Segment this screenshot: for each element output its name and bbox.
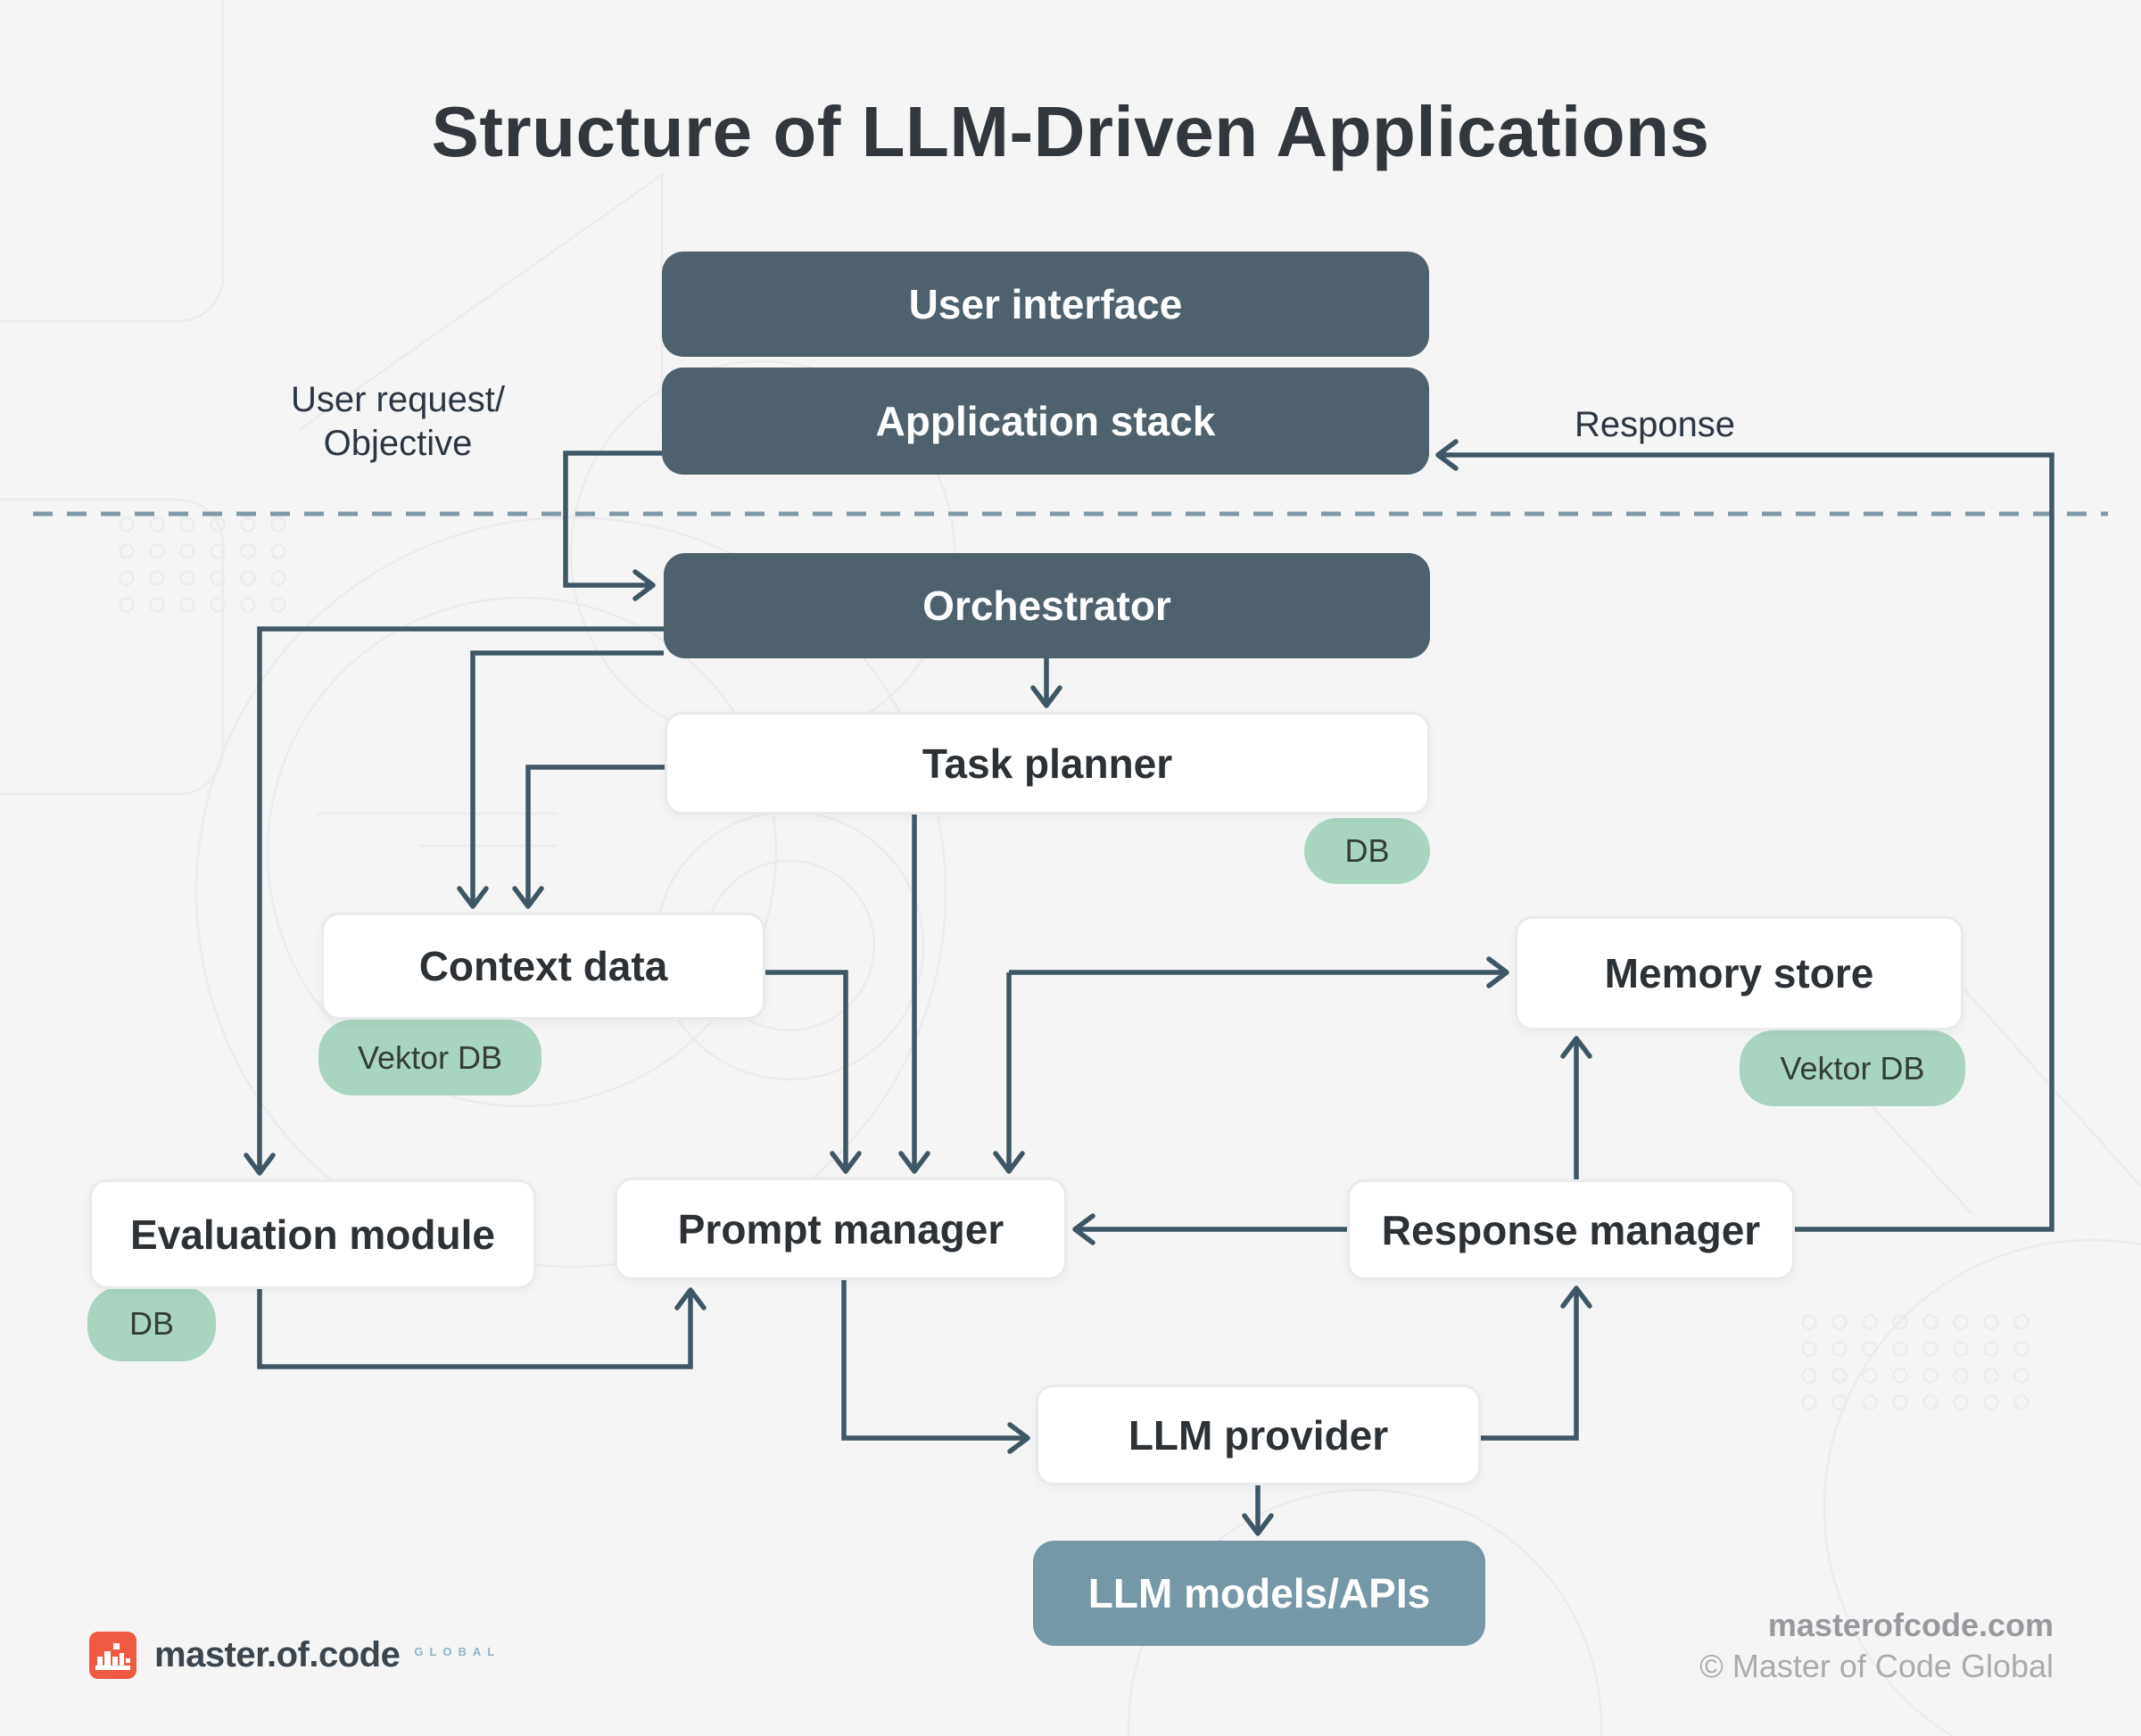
node-prompt-manager: Prompt manager (615, 1178, 1067, 1280)
context-data-vektor-db-badge: Vektor DB (318, 1020, 541, 1095)
logo-global-text: GLOBAL (414, 1645, 501, 1658)
node-orchestrator: Orchestrator (664, 553, 1430, 658)
master-of-code-logo-text: master.of.code (154, 1635, 401, 1674)
memory-store-vektor-db-badge: Vektor DB (1740, 1030, 1965, 1106)
node-label: Response manager (1381, 1206, 1761, 1253)
node-user-interface: User interface (662, 252, 1429, 357)
evaluation-module-db-badge: DB (87, 1286, 216, 1361)
badge-label: DB (128, 1305, 174, 1342)
node-llm-models-apis: LLM models/APIs (1033, 1541, 1485, 1646)
badge-label: DB (1344, 832, 1390, 869)
connector-appstack-to-orchestrator (563, 451, 662, 601)
footer-credits: masterofcode.com © Master of Code Global (1699, 1605, 2054, 1687)
node-evaluation-module: Evaluation module (89, 1179, 536, 1289)
connector-contextdata-to-promptmanager (765, 970, 862, 1174)
node-memory-store: Memory store (1515, 916, 1963, 1030)
node-label: Orchestrator (922, 583, 1171, 629)
connector-orchestrator-to-evaluationmodule (244, 626, 664, 1176)
page-title: Structure of LLM-Driven Applications (431, 92, 1710, 171)
badge-label: Vektor DB (1780, 1049, 1925, 1087)
node-label: Evaluation module (130, 1211, 495, 1258)
connector-llmprovider-to-responsemanager (1481, 1285, 1592, 1441)
node-label: Prompt manager (677, 1205, 1004, 1252)
connector-orchestrator-to-contextdata (457, 650, 664, 909)
node-label: LLM models/APIs (1087, 1570, 1431, 1616)
node-label: User interface (908, 281, 1183, 327)
dot-grid-right (1801, 1314, 2029, 1410)
connector-responsemanager-to-appstack (1435, 439, 2054, 1232)
badge-label: Vektor DB (357, 1038, 503, 1076)
task-planner-db-badge: DB (1304, 818, 1430, 884)
node-context-data: Context data (321, 913, 765, 1020)
node-label: Application stack (875, 398, 1216, 444)
node-response-manager: Response manager (1347, 1179, 1795, 1280)
master-of-code-logo-icon (89, 1632, 136, 1679)
node-label: Memory store (1604, 950, 1874, 996)
node-task-planner: Task planner (665, 712, 1430, 814)
node-label: Task planner (922, 740, 1173, 787)
connector-taskplanner-to-contextdata (512, 765, 665, 909)
user-request-label: User request/ Objective (290, 380, 506, 463)
connector-evaluationmodule-to-promptmanager (257, 1287, 707, 1369)
connector-promptmanager-to-llmprovider (841, 1280, 1030, 1454)
node-llm-provider: LLM provider (1036, 1385, 1481, 1485)
node-application-stack: Application stack (662, 368, 1429, 475)
footer-logo: master.of.code GLOBAL (89, 1632, 500, 1679)
dot-grid-left (119, 517, 286, 613)
response-label: Response (1574, 405, 1736, 444)
copyright-text: © Master of Code Global (1699, 1648, 2054, 1684)
node-label: LLM provider (1128, 1411, 1389, 1459)
node-label: Context data (418, 943, 668, 989)
website-url: masterofcode.com (1767, 1607, 2054, 1643)
